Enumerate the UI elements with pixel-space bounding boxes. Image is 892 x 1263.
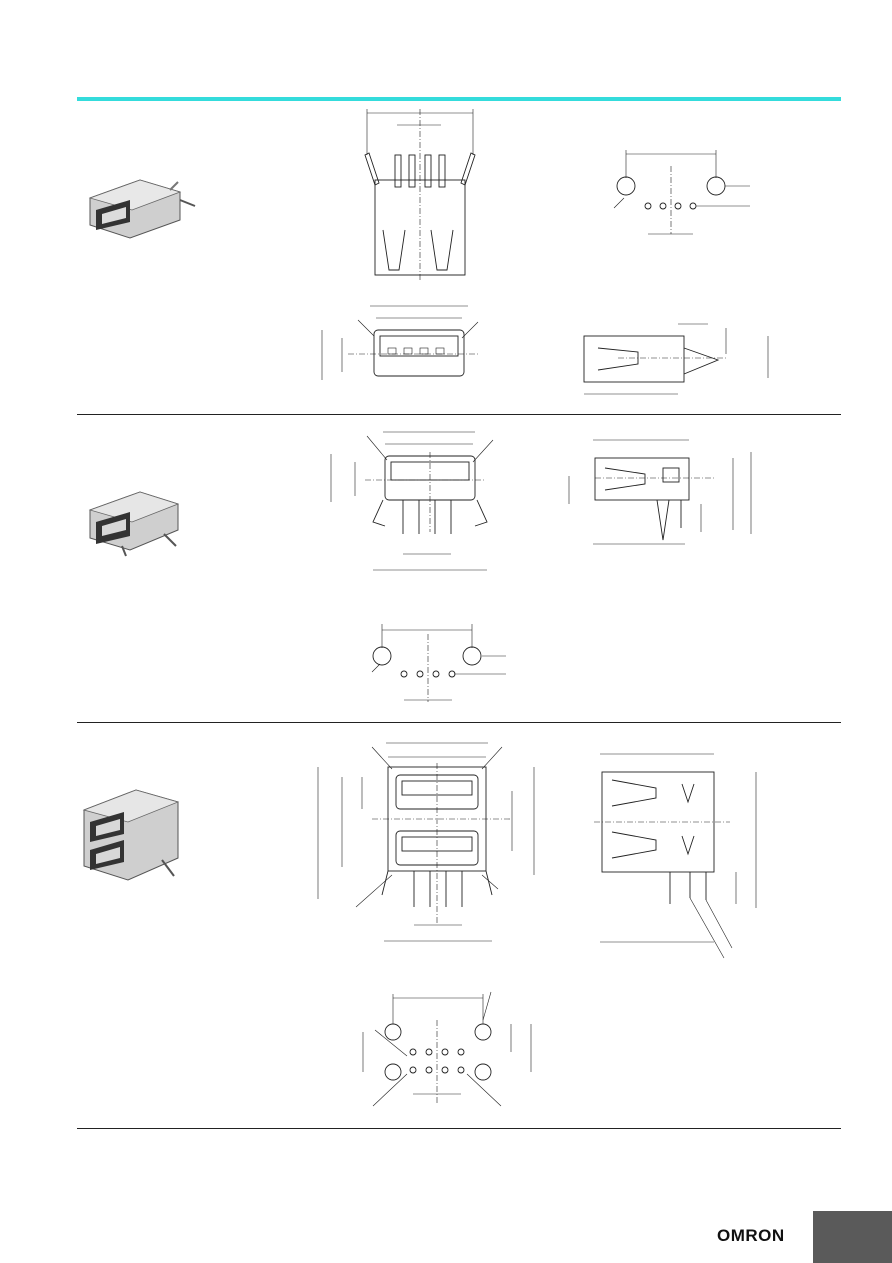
product-photo-1 <box>80 170 200 250</box>
drawing-2-front-view <box>325 422 495 577</box>
drawing-3-pcb-layout <box>355 990 540 1110</box>
page-tab <box>813 1211 892 1263</box>
drawing-2-pcb-layout <box>368 618 508 708</box>
product-photo-2 <box>82 480 194 560</box>
drawing-1-top-view <box>355 105 485 285</box>
drawing-3-side-view <box>590 748 770 959</box>
drawing-1-front-view <box>318 300 483 385</box>
section-divider-3 <box>77 1128 841 1129</box>
product-photo-3 <box>78 780 190 890</box>
section-divider-2 <box>77 722 841 723</box>
drawing-1-pcb-layout <box>610 148 750 240</box>
section-divider-1 <box>77 414 841 415</box>
omron-logo: OMRON <box>717 1226 785 1245</box>
drawing-2-side-view <box>565 432 760 552</box>
drawing-1-side-view <box>578 318 773 400</box>
header-rule <box>77 97 841 101</box>
drawing-3-front-view <box>312 735 542 947</box>
